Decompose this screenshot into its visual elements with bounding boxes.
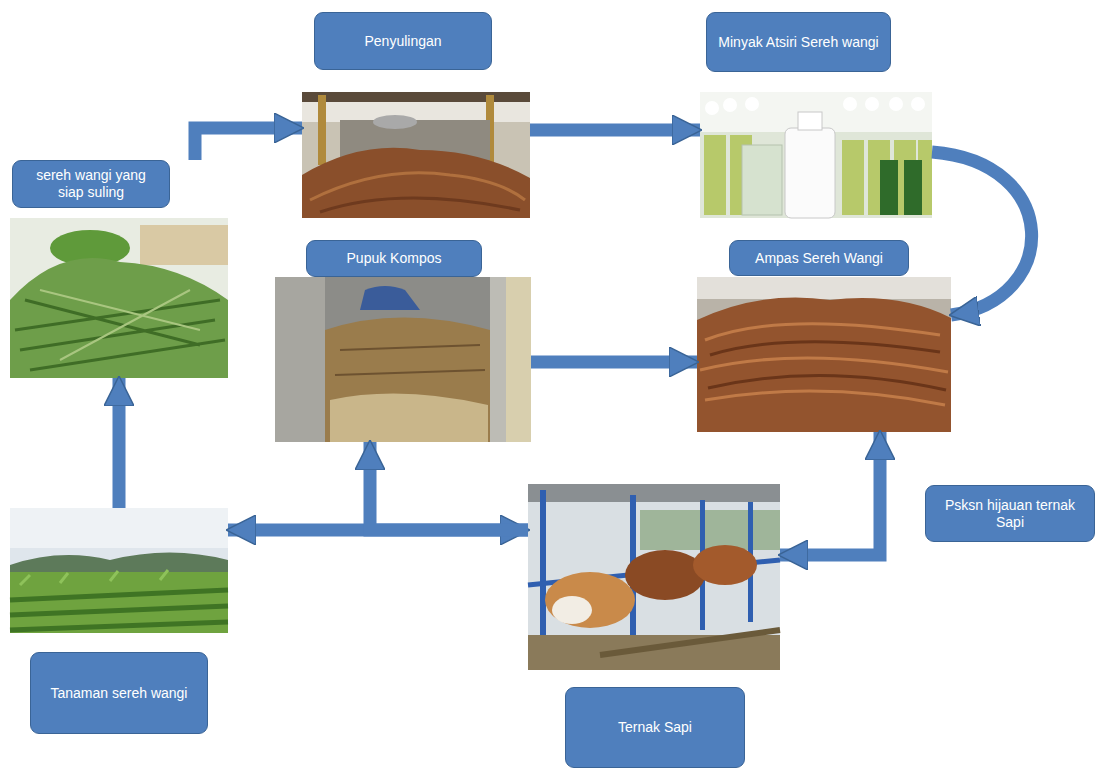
illustration-part [742,145,782,215]
illustration-part [320,198,520,212]
label-box: Minyak Atsiri Sereh wangi [706,12,891,72]
illustration-part [745,97,759,111]
illustration-part [140,225,228,265]
label-box: Ternak Sapi [565,687,745,768]
illustration-part [10,508,228,548]
illustration-part [700,92,932,132]
illustration-part [40,290,200,360]
illustration-part [318,95,326,165]
illustration-part [10,572,228,633]
label-box: Tanaman sereh wangi [30,652,208,734]
illustration-part [330,394,488,442]
illustration-part [693,545,757,585]
illustration-part [911,97,925,111]
illustration-part [10,258,228,378]
node-label: Pupuk Kompos [347,250,442,267]
flow-arrow [370,442,528,530]
illustration-part [723,98,737,112]
illustration-part [889,97,903,111]
illustration-part [325,318,490,443]
process-node: sereh wangi yang siap suling [10,160,228,378]
node-label: Psksn hijauan ternak Sapi [936,497,1084,531]
node-label: Ampas Sereh Wangi [755,250,883,267]
illustration-part [697,277,951,432]
process-node: Penyulingan [302,12,530,218]
illustration-part [528,484,780,670]
illustration-part [600,630,780,655]
illustration-part [704,135,726,215]
illustration-part [10,508,228,633]
illustration-part [625,550,705,600]
illustration-part [528,635,780,670]
illustration-part [640,510,780,550]
illustration-part [880,160,898,215]
flow-arrow [530,124,700,137]
node-label: sereh wangi yang siap suling [23,167,159,201]
illustration-part [705,101,719,115]
compost-photo [275,277,531,442]
illustration-part [798,112,822,130]
illustration-part [360,286,420,310]
illustration-part [20,570,168,585]
illustration-part [545,572,635,628]
illustration-part [302,148,530,218]
illustration-part [528,484,780,502]
illustration-part [490,277,531,442]
process-node: Pupuk Kompos [275,240,531,442]
illustration-part [785,128,835,218]
bagasse-photo [697,277,951,432]
illustration-part [302,92,530,122]
process-node: Psksn hijauan ternak Sapi [925,485,1095,542]
node-label: Penyulingan [364,33,441,50]
illustration-part [10,218,228,378]
illustration-part [708,342,946,390]
process-node: Ternak Sapi [528,484,780,768]
illustration-part [335,345,485,375]
illustration-part [842,140,864,215]
label-box: Penyulingan [314,12,492,70]
lemongrass-field-photo [10,508,228,633]
illustration-part [302,92,530,218]
label-box: Pupuk Kompos [306,240,482,277]
node-label: Tanaman sereh wangi [51,685,188,702]
illustration-part [880,160,922,215]
illustration-part [697,277,951,299]
node-label: Minyak Atsiri Sereh wangi [718,34,878,51]
flow-arrow [113,378,126,508]
oil-bottles-photo [700,92,932,218]
flow-arrow [531,356,697,369]
illustration-part [700,92,932,218]
label-box: Ampas Sereh Wangi [729,240,909,276]
process-node: Minyak Atsiri Sereh wangi [700,12,932,218]
illustration-part [552,596,592,624]
illustration-part [843,97,857,111]
illustration-part [275,277,531,442]
flow-arrow [195,128,302,160]
label-box: sereh wangi yang siap suling [12,160,170,208]
illustration-part [700,324,948,405]
process-node: Tanaman sereh wangi [10,508,228,734]
illustration-part [865,97,879,111]
distillation-photo [302,92,530,218]
illustration-part [697,298,951,433]
illustration-part [506,277,531,442]
illustration-part [302,92,530,102]
label-box: Psksn hijauan ternak Sapi [925,485,1095,542]
illustration-part [705,97,925,115]
cattle-barn-photo [528,484,780,670]
illustration-part [10,590,228,630]
harvested-lemongrass-photo [10,218,228,378]
flow-arrow [780,432,880,555]
illustration-part [904,160,922,215]
illustration-part [540,490,546,660]
flow-arrow [932,152,1032,315]
illustration-part [373,115,417,129]
illustration-part [310,173,525,200]
process-node: Ampas Sereh Wangi [697,240,951,432]
illustration-part [275,277,325,442]
node-label: Ternak Sapi [618,719,692,736]
